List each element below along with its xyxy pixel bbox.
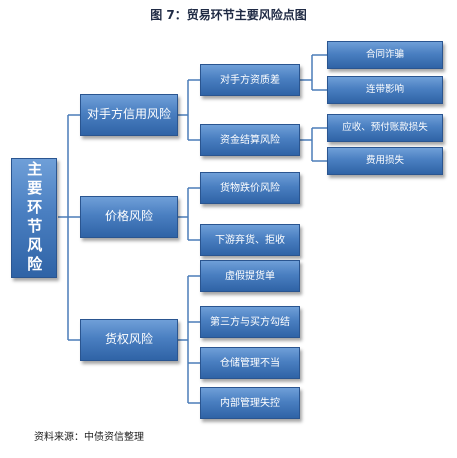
risk-node-internal-control-failure: 内部管理失控 <box>200 387 300 419</box>
risk-node-label: 费用损失 <box>365 154 404 166</box>
risk-node-label: 应收、预付账款损失 <box>342 121 428 133</box>
risk-node-goods-price-decline: 货物跌价风险 <box>200 172 300 204</box>
root-node: 主要环节风险 <box>11 158 57 278</box>
risk-node-third-party-collusion: 第三方与买方勾结 <box>200 306 300 338</box>
root-node-label: 主要环节风险 <box>25 161 44 275</box>
risk-node-label: 虚假提货单 <box>225 270 275 282</box>
risk-node-poor-counterparty-qualification: 对手方资质差 <box>200 64 300 96</box>
risk-node-label: 下游弃货、拒收 <box>215 234 285 246</box>
source-note: 资料来源：中债资信整理 <box>34 432 144 443</box>
risk-node-warehouse-mismanagement: 仓储管理不当 <box>200 347 300 379</box>
risk-node-receivable-prepayment-loss: 应收、预付账款损失 <box>327 114 443 142</box>
risk-node-label: 资金结算风险 <box>220 134 280 146</box>
category-node-label: 价格风险 <box>104 209 153 224</box>
category-node-label: 货权风险 <box>104 332 153 347</box>
risk-node-label: 对手方资质差 <box>220 74 280 86</box>
risk-node-false-bill-of-lading: 虚假提货单 <box>200 260 300 292</box>
risk-node-joint-impact: 连带影响 <box>327 76 443 104</box>
risk-node-expense-loss: 费用损失 <box>327 147 443 175</box>
figure-title: 图 7：贸易环节主要风险点图 <box>150 8 307 22</box>
risk-node-label: 货物跌价风险 <box>220 182 280 194</box>
category-node-label: 对手方信用风险 <box>86 107 171 122</box>
risk-node-contract-fraud: 合同诈骗 <box>327 41 443 69</box>
risk-node-label: 合同诈骗 <box>365 48 404 60</box>
risk-node-label: 内部管理失控 <box>220 397 280 409</box>
risk-node-label: 仓储管理不当 <box>220 357 280 369</box>
risk-node-settlement-risk: 资金结算风险 <box>200 124 300 156</box>
category-node-ownership-risk: 货权风险 <box>80 319 178 361</box>
category-node-price-risk: 价格风险 <box>80 196 178 238</box>
category-node-counterparty-credit-risk: 对手方信用风险 <box>80 94 178 136</box>
risk-node-label: 连带影响 <box>365 83 404 95</box>
risk-node-downstream-rejection: 下游弃货、拒收 <box>200 224 300 256</box>
risk-node-label: 第三方与买方勾结 <box>210 316 290 328</box>
